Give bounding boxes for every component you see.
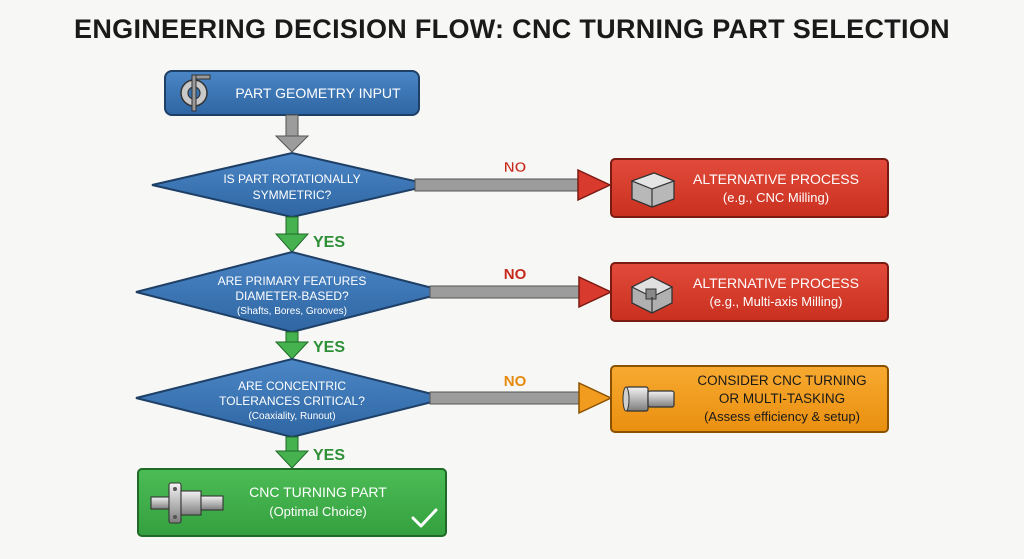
decision-3-line-1: ARE CONCENTRIC — [238, 379, 346, 393]
outcome-3-title-2: OR MULTI-TASKING — [719, 391, 845, 406]
final-title: CNC TURNING PART — [249, 484, 387, 500]
arrow-d2-yes: YES — [274, 331, 345, 360]
arrow-d1-no: NO — [414, 159, 612, 202]
outcome-2: ALTERNATIVE PROCESS (e.g., Multi-axis Mi… — [610, 262, 889, 322]
arrow-d2-no: NO — [429, 266, 613, 309]
outcome-2-title: ALTERNATIVE PROCESS — [693, 275, 859, 291]
yes-label-3: YES — [313, 447, 345, 464]
final-node: CNC TURNING PART (Optimal Choice) — [137, 468, 447, 537]
flanged-shaft-icon — [150, 482, 224, 524]
checkmark-icon — [411, 508, 438, 528]
decision-2: ARE PRIMARY FEATURES DIAMETER-BASED? (Sh… — [135, 250, 449, 334]
no-label-2: NO — [504, 266, 527, 283]
outcome-1: ALTERNATIVE PROCESS (e.g., CNC Milling) — [610, 158, 889, 218]
decision-1-line-1: IS PART ROTATIONALLY — [223, 172, 360, 186]
block-part-icon — [630, 172, 676, 208]
decision-2-line-2: DIAMETER-BASED? — [235, 289, 349, 303]
outcome-1-title: ALTERNATIVE PROCESS — [693, 171, 859, 187]
decision-1-line-2: SYMMETRIC? — [253, 188, 332, 202]
arrow-d3-yes: YES — [274, 436, 345, 469]
decision-3-note: (Coaxiality, Runout) — [248, 411, 335, 422]
decision-1: IS PART ROTATIONALLY SYMMETRIC? — [151, 151, 433, 219]
decision-3: ARE CONCENTRIC TOLERANCES CRITICAL? (Coa… — [135, 357, 449, 439]
decision-2-note: (Shafts, Bores, Grooves) — [237, 306, 347, 317]
start-node: PART GEOMETRY INPUT — [164, 70, 420, 116]
arrow-d3-no: NO — [429, 373, 613, 415]
no-label-1: NO — [504, 159, 527, 176]
decision-3-line-2: TOLERANCES CRITICAL? — [219, 394, 365, 408]
yes-label-1: YES — [313, 234, 345, 251]
outcome-2-subtitle: (e.g., Multi-axis Milling) — [710, 294, 843, 309]
start-label: PART GEOMETRY INPUT — [235, 85, 401, 101]
no-label-3: NO — [504, 373, 527, 390]
arrow-d1-yes: YES — [274, 216, 345, 253]
decision-2-line-1: ARE PRIMARY FEATURES — [218, 274, 367, 288]
yes-label-2: YES — [313, 339, 345, 356]
arrow-start-to-d1 — [274, 114, 310, 153]
outcome-3-title: CONSIDER CNC TURNING — [697, 373, 866, 388]
outcome-3-subtitle: (Assess efficiency & setup) — [704, 409, 860, 424]
outcome-1-subtitle: (e.g., CNC Milling) — [723, 190, 829, 205]
outcome-3: CONSIDER CNC TURNING OR MULTI-TASKING (A… — [610, 365, 889, 433]
page-title: ENGINEERING DECISION FLOW: CNC TURNING P… — [74, 14, 950, 44]
gear-caliper-icon — [180, 74, 211, 112]
complex-part-icon — [630, 276, 674, 314]
turned-part-icon — [622, 386, 675, 412]
final-subtitle: (Optimal Choice) — [269, 504, 367, 519]
